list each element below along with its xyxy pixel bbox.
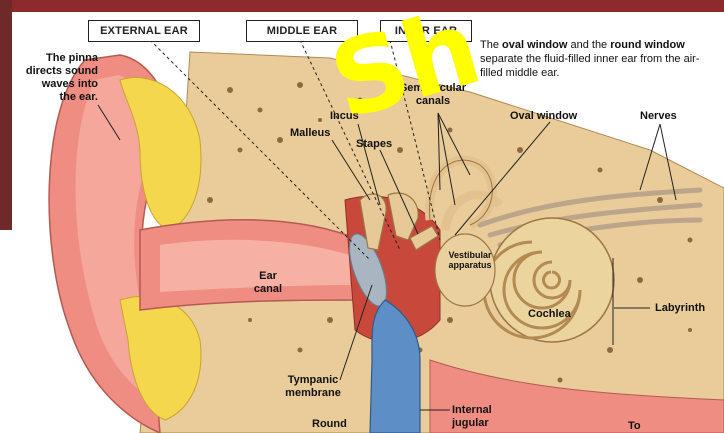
internal-jugular-label: Internal jugular <box>452 404 492 430</box>
vestibule-shape <box>435 234 495 306</box>
oval-window-label: Oval window <box>510 110 577 123</box>
cochlea-shape <box>490 218 614 342</box>
left-photo-strip <box>0 0 12 230</box>
to-label: To <box>628 420 641 433</box>
top-photo-strip <box>0 0 724 12</box>
round-window-label: Round <box>312 418 347 431</box>
vestibular-apparatus-label: Vestibular apparatus <box>440 250 500 270</box>
external-ear-header: EXTERNAL EAR <box>88 20 200 42</box>
labyrinth-label: Labyrinth <box>655 302 705 315</box>
tympanic-membrane-label: Tympanic membrane <box>276 374 350 400</box>
pinna-label: The pinna directs sound waves into the e… <box>20 52 98 104</box>
ear-canal-label: Ear canal <box>246 270 290 296</box>
malleus-label: Malleus <box>290 127 330 140</box>
window-note: The oval window and the round window sep… <box>480 38 712 80</box>
nerves-label: Nerves <box>640 110 677 123</box>
cochlea-label: Cochlea <box>528 308 571 321</box>
